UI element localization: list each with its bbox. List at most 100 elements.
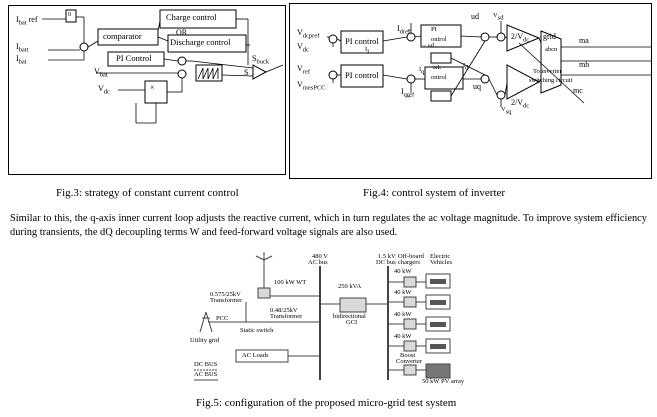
- pi-inner-q-block: [424, 66, 464, 90]
- ac-bus-label: AC bus: [308, 259, 328, 266]
- control-small-label: ontrol: [431, 74, 447, 81]
- ac-bus-voltage-label: 480 V: [312, 253, 328, 260]
- wt-converter: [257, 287, 271, 299]
- charger-rating-4: 40 kW: [394, 333, 412, 340]
- i-bat-ref-label: Ibat ref: [16, 15, 38, 27]
- charger-rating-3: 40 kW: [394, 311, 412, 318]
- sum-junction-2: [177, 56, 187, 66]
- charger-rating-1: 40 kW: [394, 268, 412, 275]
- figure-4-caption: Fig.4: control system of inverter: [363, 187, 506, 199]
- sum-junction-1: [79, 42, 89, 52]
- boost-label-2: Converter: [396, 358, 422, 365]
- pv-array-icon: [425, 363, 451, 379]
- wl-block-2: [430, 90, 452, 102]
- i-batt-label: Ibatt: [16, 42, 29, 54]
- charge-control-label: Charge control: [166, 12, 217, 22]
- figure-3: Ibat ref Charge control comparator 0 OR …: [8, 5, 286, 175]
- figure-4: + + Vdcpref Vdc Vref VmesPCC PI control …: [289, 3, 652, 179]
- ud-label: ud: [471, 12, 479, 21]
- wl-block-1: [430, 52, 452, 64]
- off-board-label: Off-board: [398, 253, 424, 260]
- i-bat-label: Ibat: [16, 54, 27, 66]
- svg-text:+: +: [407, 27, 411, 35]
- pwm-comparator: [252, 64, 268, 80]
- mc-label: mc: [573, 86, 583, 95]
- dc-bus-voltage-label: 1.5 kV: [378, 253, 396, 260]
- gci-rating-label: 250 kVA: [338, 283, 362, 290]
- s-label: S: [244, 68, 249, 77]
- i-q-label: Iq: [419, 66, 425, 76]
- charger-rating-2: 40 kW: [394, 289, 412, 296]
- switching-circuit-label: switching circuit: [529, 77, 573, 84]
- zero-block: [65, 9, 77, 23]
- multiplier-block: [144, 80, 168, 104]
- figure-5: 480 V AC bus 1.5 kV DC bus Off-board cha…: [190, 252, 500, 386]
- ac-loads-block: [235, 349, 289, 363]
- pi-control-2-block: [340, 64, 384, 88]
- t1-name-label: Transformer: [210, 297, 243, 304]
- to-inverter-label: To inverter: [533, 68, 562, 75]
- boost-label-1: Boost: [400, 352, 416, 359]
- pv-label: 50 kW PV array: [422, 378, 465, 385]
- t2-name-label: Transformer: [270, 313, 303, 320]
- figure-3-frame: [8, 5, 286, 175]
- or-label: OR: [176, 28, 188, 37]
- figure-4-frame: [289, 3, 652, 179]
- figure-5-caption: Fig.5: configuration of the proposed mic…: [196, 397, 457, 409]
- uq-label: uq: [473, 82, 481, 91]
- v-sd-label: Vsd: [493, 12, 504, 22]
- abcn-label: abcn: [545, 46, 558, 53]
- t1-ratio-label: 0.575/25kV: [210, 291, 241, 298]
- utility-grid-label: Utility grid: [190, 337, 220, 344]
- charger-2: [403, 296, 417, 308]
- zero-label: 0: [68, 11, 72, 18]
- figure-5-diagram: [194, 252, 451, 381]
- i-d-label: Id: [463, 62, 469, 72]
- legend-ac-label: AC BUS: [194, 371, 218, 378]
- pi-control-2-label: PI control: [345, 70, 379, 80]
- pcc-label: PCC: [216, 315, 229, 322]
- v-dc-label-fig4: Vdc: [297, 42, 309, 54]
- v-dcref-label: Vdcpref: [297, 28, 320, 40]
- utility-tower-icon: [199, 311, 213, 333]
- legend-dc-label: DC BUS: [194, 361, 218, 368]
- pi-small-label: PI: [431, 26, 437, 33]
- i-qref-label: Iqref: [401, 87, 415, 99]
- v-ref-label: Vref: [297, 64, 310, 76]
- gci-block: [339, 297, 367, 313]
- two-vdc-2-label: 2/Vdc: [511, 98, 530, 110]
- grid-label: grid: [543, 32, 556, 41]
- electric-label: Electric: [430, 253, 451, 260]
- wind-turbine-icon: [255, 252, 273, 280]
- s-buck-label: Sbuck: [252, 54, 270, 66]
- chargers-label: chargers: [398, 259, 420, 266]
- ac-loads-label: AC Loads: [242, 352, 269, 359]
- charger-3: [403, 318, 417, 330]
- multiply-symbol: ×: [150, 83, 155, 92]
- static-switch-label: Static switch: [240, 327, 274, 334]
- charger-4: [403, 340, 417, 352]
- figure-4-diagram: + +: [289, 3, 652, 179]
- comparator-label: comparator: [103, 31, 142, 41]
- gci-name-label: GCI: [346, 319, 358, 326]
- i-l-label: IL: [365, 46, 372, 56]
- wt-label: 100 kW WT: [274, 279, 307, 286]
- pi-control-1-block: [340, 30, 384, 54]
- t2-ratio-label: 0.48/25kV: [270, 307, 298, 314]
- svg-text:+: +: [407, 93, 411, 101]
- gci-type-label: bidirectional: [333, 313, 366, 320]
- ma-label: ma: [579, 36, 589, 45]
- discharge-control-label: Discharge control: [170, 37, 231, 47]
- boost-converter: [403, 364, 417, 376]
- mb-label: mb: [579, 60, 590, 69]
- v-bat-label: Vbat: [94, 67, 108, 79]
- body-paragraph: Similar to this, the q-axis inner curren…: [10, 213, 647, 238]
- v-mrpcc-label: VmesPCC: [297, 80, 326, 92]
- figure-3-diagram: [8, 5, 286, 175]
- vehicles-label: Vehicles: [430, 259, 453, 266]
- wl-label-1: – ωL: [423, 42, 437, 49]
- v-dc-label: Vdc: [98, 84, 110, 96]
- wl-label-2: ωL: [433, 64, 442, 71]
- i-dref-label: Idref: [397, 24, 411, 36]
- pi-small-label-2: ontrol: [431, 36, 447, 43]
